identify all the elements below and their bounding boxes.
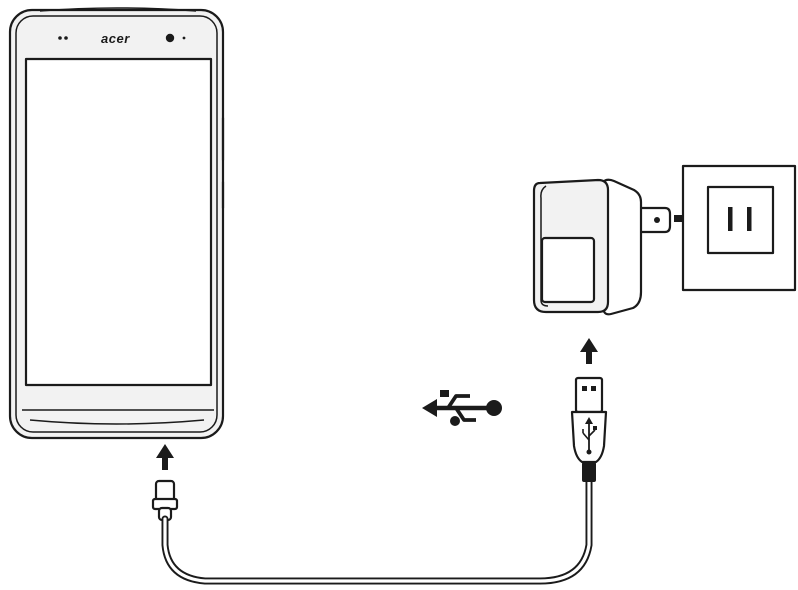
wall-outlet [681, 164, 797, 292]
phone-screen [24, 57, 213, 387]
arrow-up-icon [156, 444, 174, 470]
usb-symbol-icon [422, 390, 502, 426]
usb-cable [151, 376, 608, 585]
smartphone: acer [8, 7, 225, 440]
arrow-up-icon [580, 338, 598, 364]
usb-trident-small-icon [582, 417, 597, 455]
brand-logo: acer [101, 31, 130, 46]
speaker-dot [64, 36, 68, 40]
phone-chin-curve [29, 419, 205, 425]
outlet-socket [706, 185, 775, 255]
usb-a-plug [570, 376, 608, 482]
adapter-usb-port [540, 236, 596, 304]
micro-usb-plug [151, 479, 179, 522]
phone-bezel [15, 15, 218, 433]
socket-slot [747, 207, 752, 231]
sensor-dot [182, 36, 186, 40]
speaker-dot [58, 36, 62, 40]
socket-slot [728, 207, 733, 231]
usb-a-connector [574, 376, 604, 414]
strain-relief [582, 462, 596, 482]
front-camera [165, 33, 175, 43]
adapter-side [601, 178, 643, 316]
phone-top-edge [39, 7, 197, 12]
power-adapter [532, 178, 672, 316]
